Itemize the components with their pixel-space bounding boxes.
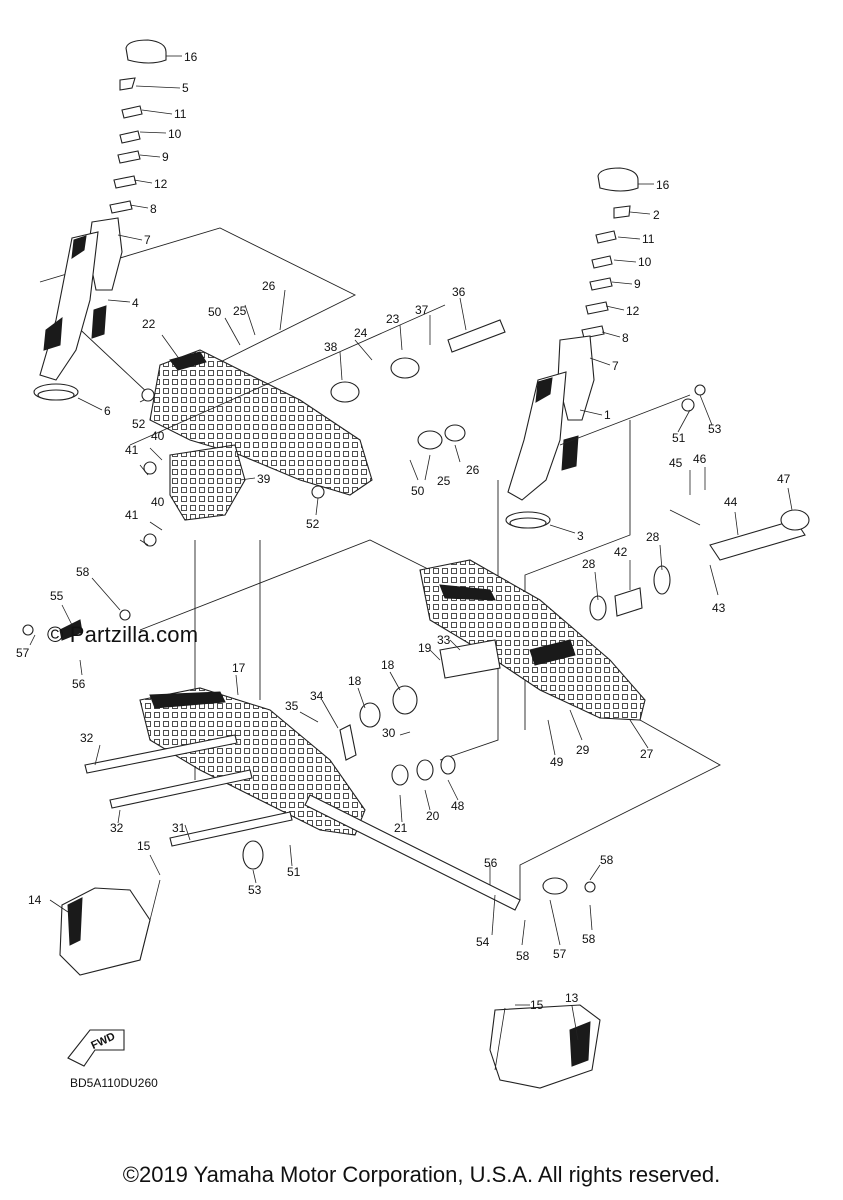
callout-label: 58 (76, 565, 90, 579)
callout-label: 52 (306, 517, 320, 531)
callout-label: 53 (248, 883, 262, 897)
diagram-code: BD5A110DU260 (70, 1076, 158, 1090)
callout-label: 56 (72, 677, 86, 691)
callout-label: 13 (565, 991, 579, 1005)
watermark: © Partzilla.com (47, 622, 199, 647)
callout-label: 7 (612, 359, 619, 373)
callout-label: 53 (708, 422, 722, 436)
callout-label: 40 (151, 429, 165, 443)
callout-label: 33 (437, 633, 451, 647)
callout-label: 15 (137, 839, 151, 853)
callout-label: 41 (125, 443, 139, 457)
side-covers (59, 887, 601, 1089)
callout-labels: 1 2 3 4 5 6 7 7 8 8 9 9 10 10 11 11 12 1… (16, 50, 791, 1012)
callout-label: 27 (640, 747, 654, 761)
callout-label: 22 (142, 317, 156, 331)
callout-label: 57 (16, 646, 30, 660)
callout-label: 6 (104, 404, 111, 418)
callout-label: 17 (232, 661, 246, 675)
lower-right-footrest-bracket (419, 384, 810, 721)
callout-label: 11 (642, 232, 655, 246)
callout-label: 18 (381, 658, 395, 672)
callout-label: 58 (516, 949, 530, 963)
callout-label: 46 (693, 452, 707, 466)
callout-label: 2 (653, 208, 660, 222)
callout-label: 43 (712, 601, 726, 615)
callout-label: 45 (669, 456, 683, 470)
callout-label: 30 (382, 726, 396, 740)
callout-label: 36 (452, 285, 466, 299)
callout-label: 50 (208, 305, 222, 319)
callout-label: 57 (553, 947, 567, 961)
callout-label: 40 (151, 495, 165, 509)
callout-label: 26 (466, 463, 480, 477)
callout-label: 9 (162, 150, 169, 164)
callout-label: 58 (600, 853, 614, 867)
callout-label: 34 (310, 689, 324, 703)
callout-label: 14 (28, 893, 42, 907)
callout-label: 16 (184, 50, 198, 64)
callout-label: 25 (437, 474, 451, 488)
callout-label: 23 (386, 312, 400, 326)
right-handlebar-assembly (505, 167, 639, 529)
callout-label: 28 (582, 557, 596, 571)
lower-left-footrest-bracket (22, 609, 596, 911)
callout-label: 29 (576, 743, 590, 757)
callout-label: 31 (172, 821, 186, 835)
upper-footrest-bracket (129, 304, 506, 547)
assembly-guide-lines (39, 227, 721, 900)
callout-label: 15 (530, 998, 544, 1012)
callout-label: 9 (634, 277, 641, 291)
callout-label: 3 (577, 529, 584, 543)
callout-label: 12 (626, 304, 640, 318)
left-handlebar-assembly (33, 39, 167, 401)
callout-label: 42 (614, 545, 628, 559)
callout-label: 10 (638, 255, 652, 269)
callout-label: 54 (476, 935, 490, 949)
callout-label: 55 (50, 589, 64, 603)
copyright-notice: ©2019 Yamaha Motor Corporation, U.S.A. A… (122, 1162, 721, 1187)
callout-label: 19 (418, 641, 432, 655)
callout-label: 32 (80, 731, 94, 745)
callout-label: 38 (324, 340, 338, 354)
callout-label: 4 (132, 296, 139, 310)
callout-label: 25 (233, 304, 247, 318)
callout-label: 11 (174, 107, 187, 121)
callout-label: 52 (132, 417, 146, 431)
callout-label: 16 (656, 178, 670, 192)
callout-label: 37 (415, 303, 429, 317)
callout-label: 18 (348, 674, 362, 688)
callout-label: 47 (777, 472, 791, 486)
callout-label: 7 (144, 233, 151, 247)
callout-label: 56 (484, 856, 498, 870)
callout-leaders (29, 55, 793, 1071)
callout-label: 8 (622, 331, 629, 345)
callout-label: 44 (724, 495, 738, 509)
callout-label: 8 (150, 202, 157, 216)
callout-label: 5 (182, 81, 189, 95)
callout-label: 12 (154, 177, 168, 191)
callout-label: 49 (550, 755, 564, 769)
callout-label: 1 (604, 408, 611, 422)
callout-label: 10 (168, 127, 182, 141)
callout-label: 48 (451, 799, 465, 813)
callout-label: 24 (354, 326, 368, 340)
callout-label: 35 (285, 699, 299, 713)
callout-label: 32 (110, 821, 124, 835)
callout-label: 21 (394, 821, 408, 835)
callout-label: 28 (646, 530, 660, 544)
callout-label: 20 (426, 809, 440, 823)
callout-label: 41 (125, 508, 139, 522)
callout-label: 58 (582, 932, 596, 946)
fwd-arrow-icon: FWD (67, 1029, 125, 1067)
callout-label: 51 (287, 865, 301, 879)
callout-label: 26 (262, 279, 276, 293)
callout-label: 39 (257, 472, 271, 486)
callout-label: 51 (672, 431, 686, 445)
callout-label: 50 (411, 484, 425, 498)
